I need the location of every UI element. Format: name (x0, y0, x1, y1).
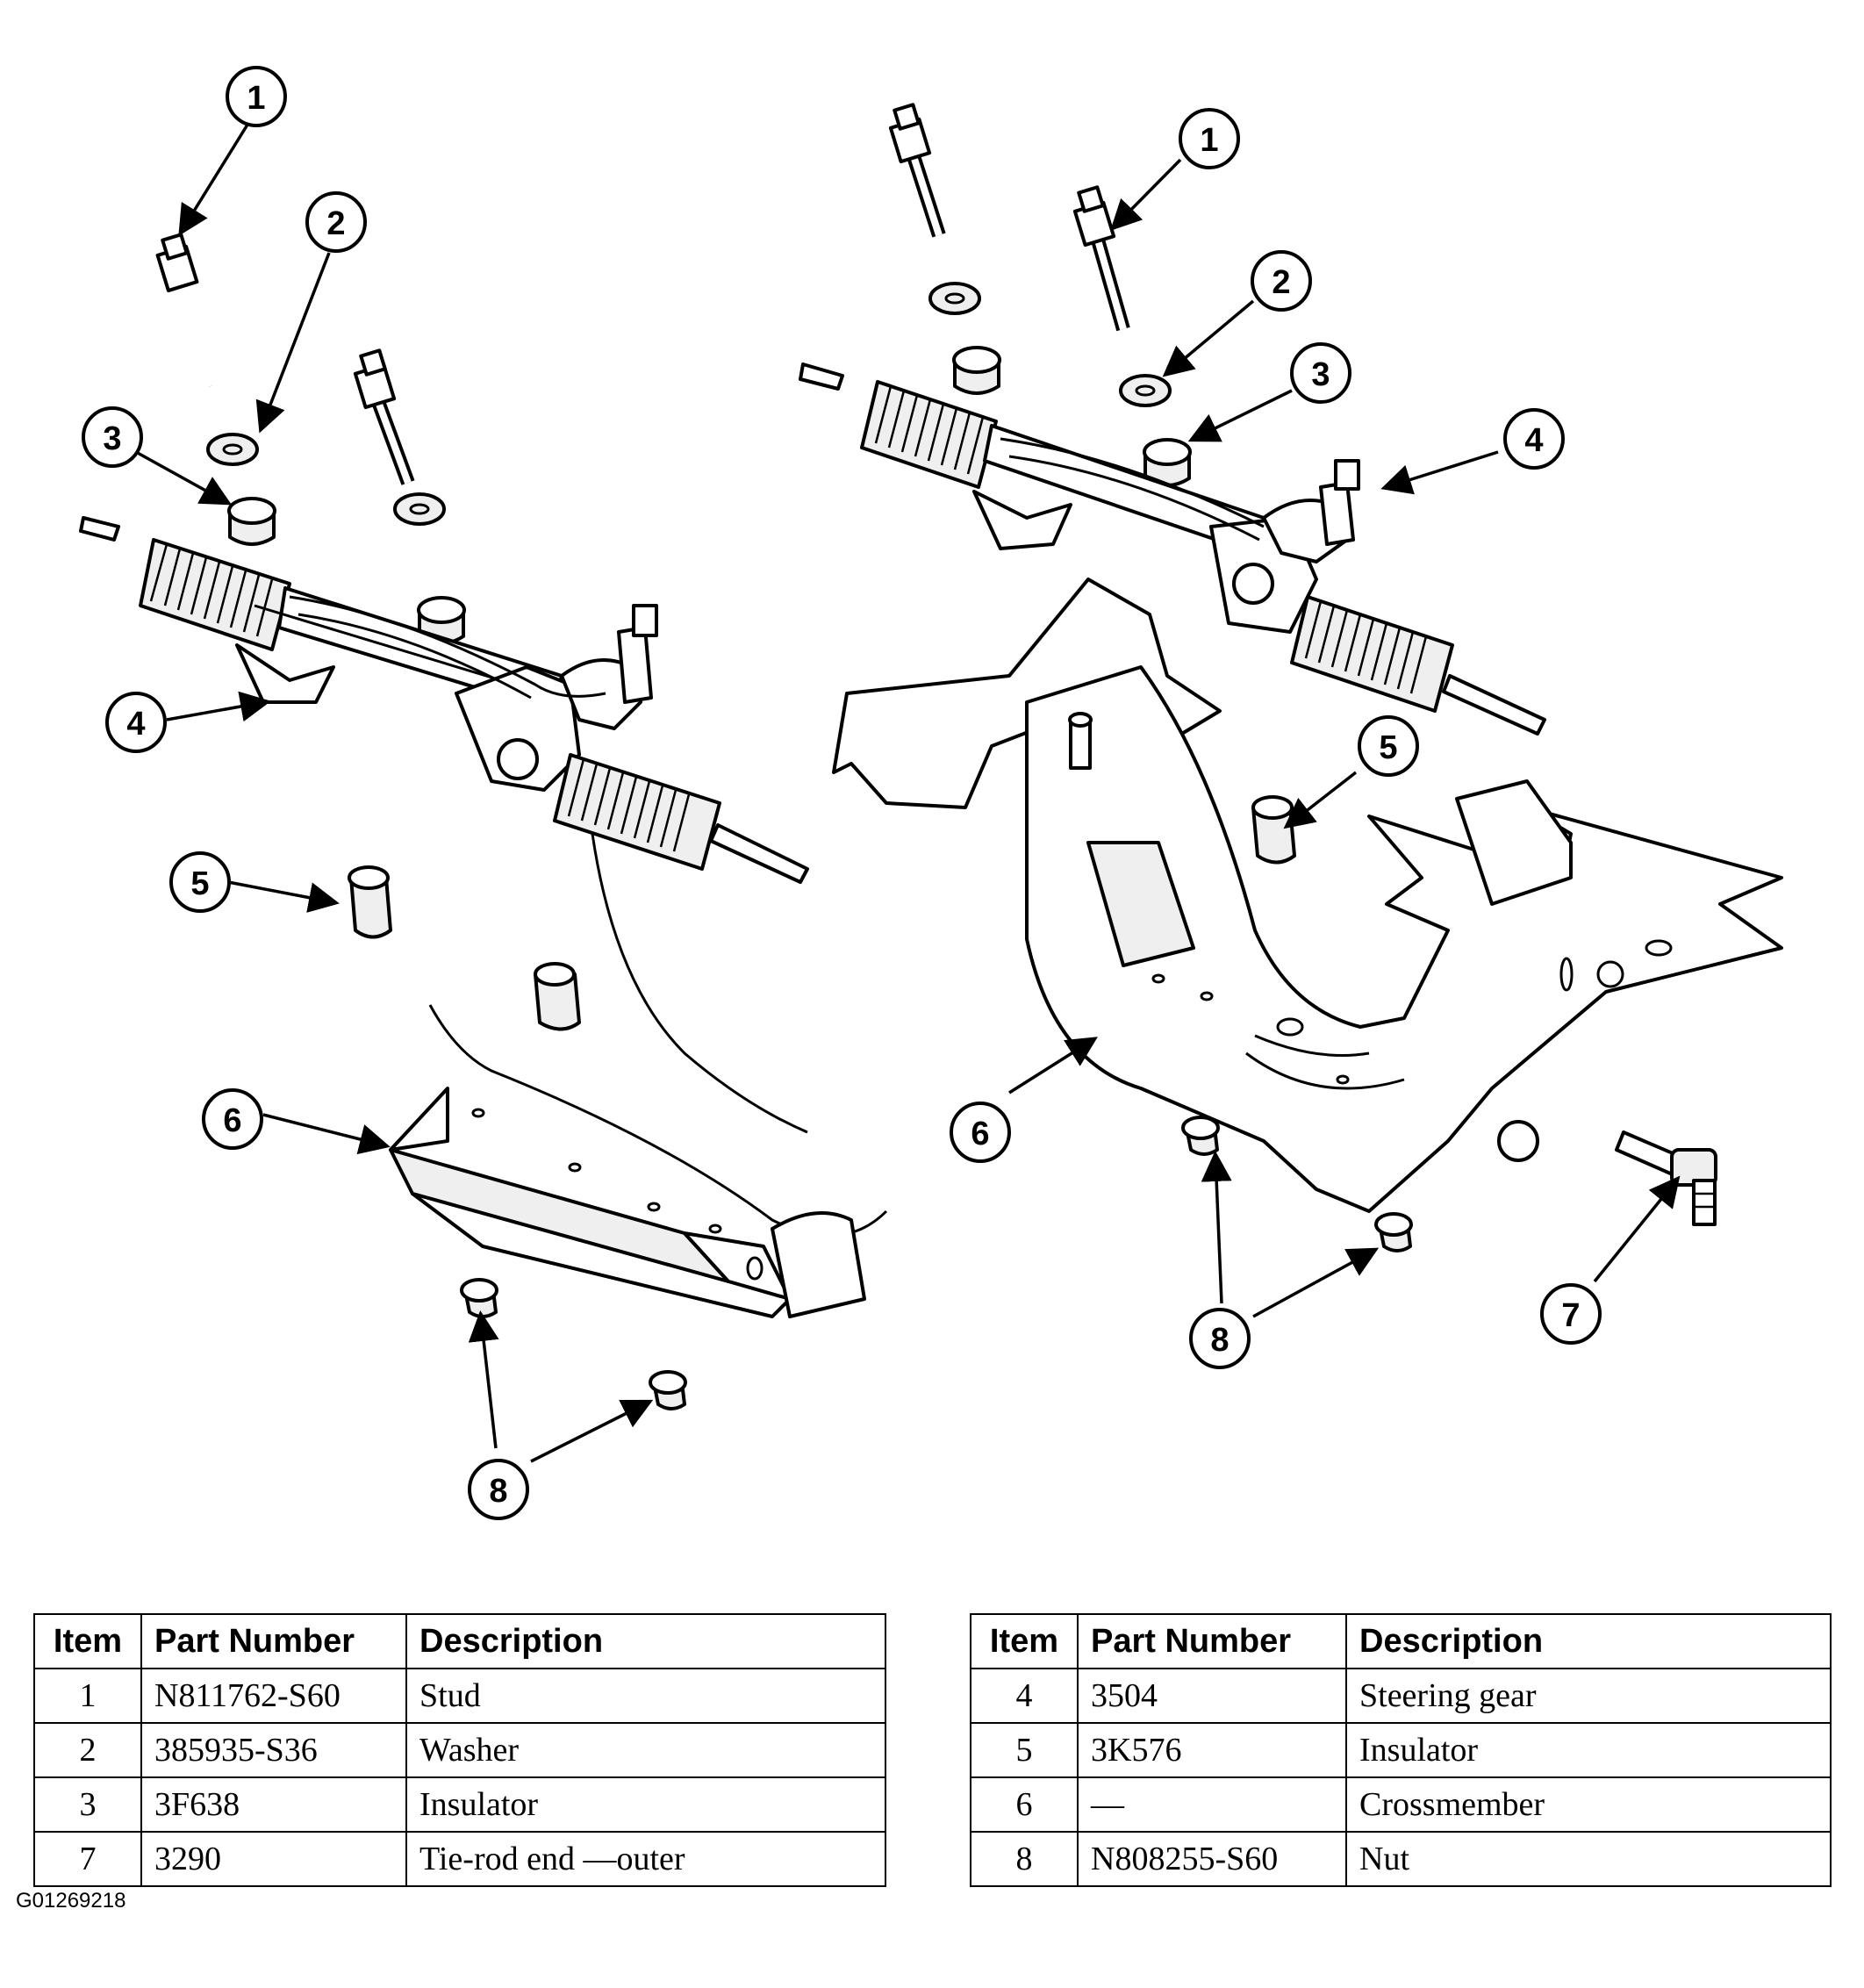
left-crossmember (389, 833, 888, 1318)
parts-table-left: Item Part Number Description 1 N811762-S… (33, 1613, 886, 1887)
left-insulator-a (227, 497, 276, 546)
left-steering-gear (79, 516, 809, 884)
left-view (79, 124, 888, 1463)
callout-left-1: 1 (226, 66, 287, 127)
item-number: 2 (33, 1722, 142, 1778)
item-number: 8 (970, 1831, 1079, 1887)
svg-text:5: 5 (190, 865, 209, 902)
left-nut-a (460, 1278, 498, 1318)
table-row: 2 385935-S36 Washer (33, 1722, 886, 1778)
callout-right-4: 4 (1503, 408, 1565, 470)
part-number: 3290 (140, 1831, 407, 1887)
right-insulator-a (952, 346, 1001, 395)
part-number: 3K576 (1077, 1722, 1347, 1778)
left-stud-a (155, 233, 214, 388)
left-washer-a (206, 433, 259, 466)
part-number: 3504 (1077, 1668, 1347, 1724)
right-washer-a (928, 282, 981, 315)
callout-right-3: 3 (1290, 342, 1351, 404)
left-nut-b (649, 1370, 687, 1410)
part-number: N811762-S60 (140, 1668, 407, 1724)
svg-text:1: 1 (1200, 122, 1218, 159)
callout-left-3: 3 (82, 406, 143, 468)
part-number: 385935-S36 (140, 1722, 407, 1778)
right-tie-rod-end (1615, 1130, 1717, 1226)
part-number: 3F638 (140, 1776, 407, 1833)
svg-text:8: 8 (489, 1473, 507, 1510)
right-stud-b (1072, 185, 1130, 332)
item-number: 5 (970, 1722, 1079, 1778)
right-steering-gear (799, 362, 1546, 736)
right-view (799, 103, 1783, 1318)
svg-text:6: 6 (971, 1116, 989, 1152)
table-row: 8 N808255-S60 Nut (970, 1831, 1832, 1887)
table-row: 1 N811762-S60 Stud (33, 1668, 886, 1724)
item-number: 3 (33, 1776, 142, 1833)
part-description: Insulator (1345, 1722, 1832, 1778)
table-row: 4 3504 Steering gear (970, 1668, 1832, 1724)
left-stud-b (353, 348, 415, 485)
svg-text:2: 2 (326, 205, 345, 242)
svg-text:2: 2 (1272, 264, 1290, 301)
table-row: 6 — Crossmember (970, 1776, 1832, 1833)
header-item: Item (33, 1613, 142, 1669)
callout-right-8: 8 (1189, 1308, 1251, 1369)
right-washer-b (1119, 374, 1172, 407)
callout-left-2: 2 (305, 191, 367, 253)
callout-left-6: 6 (202, 1088, 263, 1150)
part-description: Tie-rod end —outer (405, 1831, 886, 1887)
svg-text:7: 7 (1561, 1297, 1580, 1334)
part-description: Steering gear (1345, 1668, 1832, 1724)
exploded-view-diagram: 1 2 3 4 5 6 8 1 2 3 4 5 6 7 8 (79, 66, 1783, 1520)
right-lower-insulator-b (1251, 795, 1296, 865)
svg-text:4: 4 (126, 706, 145, 743)
table-header-row: Item Part Number Description (33, 1613, 886, 1669)
part-number: N808255-S60 (1077, 1831, 1347, 1887)
table-row: 3 3F638 Insulator (33, 1776, 886, 1833)
item-number: 6 (970, 1776, 1079, 1833)
left-washer-b (393, 492, 446, 526)
callout-left-5: 5 (169, 851, 231, 913)
table-row: 7 3290 Tie-rod end —outer (33, 1831, 886, 1887)
svg-text:4: 4 (1524, 422, 1543, 459)
callout-right-6: 6 (950, 1102, 1011, 1163)
svg-text:1: 1 (247, 80, 265, 117)
item-number: 4 (970, 1668, 1079, 1724)
callout-left-8: 8 (468, 1459, 529, 1520)
item-number: 1 (33, 1668, 142, 1724)
header-item: Item (970, 1613, 1079, 1669)
callout-right-5: 5 (1358, 715, 1419, 777)
part-description: Washer (405, 1722, 886, 1778)
header-part-number: Part Number (1077, 1613, 1347, 1669)
header-part-number: Part Number (140, 1613, 407, 1669)
callout-right-1: 1 (1179, 108, 1240, 169)
header-description: Description (405, 1613, 886, 1669)
right-nut-b (1374, 1212, 1413, 1252)
part-description: Insulator (405, 1776, 886, 1833)
part-number: — (1077, 1776, 1347, 1833)
part-description: Stud (405, 1668, 886, 1724)
part-description: Nut (1345, 1831, 1832, 1887)
svg-text:5: 5 (1379, 729, 1397, 766)
callout-right-2: 2 (1251, 250, 1312, 312)
left-lower-insulator-b (534, 962, 581, 1031)
right-nut-a (1181, 1116, 1220, 1156)
callout-left-4: 4 (105, 692, 167, 753)
part-description: Crossmember (1345, 1776, 1832, 1833)
callout-right-7: 7 (1540, 1283, 1602, 1345)
svg-text:8: 8 (1210, 1322, 1229, 1359)
figure-code: G01269218 (16, 1889, 126, 1913)
parts-table-right: Item Part Number Description 4 3504 Stee… (970, 1613, 1832, 1887)
svg-text:3: 3 (1311, 356, 1330, 393)
table-row: 5 3K576 Insulator (970, 1722, 1832, 1778)
right-stud-a (888, 103, 946, 238)
left-lower-insulator-a (348, 865, 392, 939)
item-number: 7 (33, 1831, 142, 1887)
svg-text:3: 3 (103, 420, 121, 457)
right-insulator-b (1143, 438, 1192, 487)
svg-text:6: 6 (223, 1102, 241, 1139)
table-header-row: Item Part Number Description (970, 1613, 1832, 1669)
header-description: Description (1345, 1613, 1832, 1669)
